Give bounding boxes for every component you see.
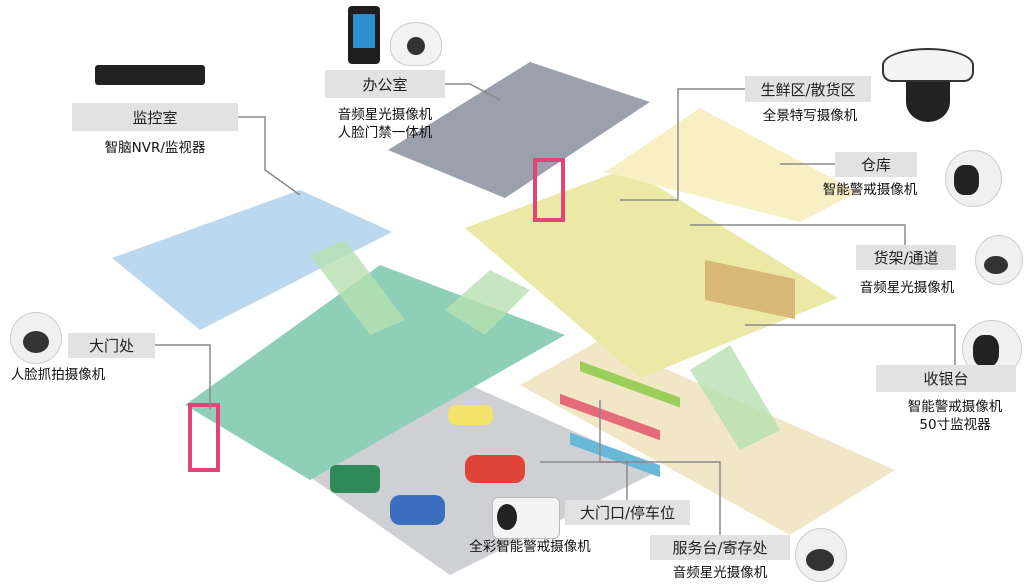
car <box>465 455 525 483</box>
device-name: 智能警戒摄像机 <box>822 182 918 198</box>
car <box>448 405 493 425</box>
device-list-main-gate: 人脸抓拍摄像机 <box>11 366 106 384</box>
device-name: 智脑NVR/监视器 <box>104 140 206 156</box>
office-floor <box>388 62 650 198</box>
gate <box>533 158 565 222</box>
device-name: 音频星光摄像机 <box>672 565 768 581</box>
device-name: 人脸抓拍摄像机 <box>10 367 106 383</box>
zone-label-fresh-area: 生鲜区/散货区 <box>745 76 871 102</box>
zone-label-monitor-room: 监控室 <box>72 103 238 131</box>
panoramic-camera-icon <box>882 48 974 124</box>
escalator <box>310 240 405 335</box>
device-list-fresh-area: 全景特写摄像机 <box>763 107 858 125</box>
device-name: 音频星光摄像机 <box>337 107 433 123</box>
warehouse-floor <box>605 108 858 222</box>
device-list-entrance-parking: 全彩智能警戒摄像机 <box>469 538 591 556</box>
car <box>390 495 445 525</box>
device-list-service-desk: 音频星光摄像机 <box>673 564 768 582</box>
zone-label-service-desk: 服务台/寄存处 <box>650 535 790 560</box>
device-name: 全景特写摄像机 <box>762 108 858 124</box>
turret-camera-icon <box>795 528 847 582</box>
car <box>330 465 380 493</box>
escalator <box>690 345 780 450</box>
zone-label-office: 办公室 <box>325 70 445 98</box>
device-name: 音频星光摄像机 <box>859 280 955 296</box>
dome-camera-icon <box>10 312 62 364</box>
monitor-room-floor <box>112 190 392 330</box>
zone-label-warehouse: 仓库 <box>835 152 917 177</box>
product-shelves <box>560 259 795 478</box>
turret-camera-icon <box>975 235 1023 285</box>
zone-label-entrance-parking: 大门口/停车位 <box>565 500 690 525</box>
face-terminal-icon <box>348 6 380 64</box>
dome-camera-icon <box>390 22 442 66</box>
turret-camera-icon <box>945 150 1002 207</box>
device-list-cashier: 智能警戒摄像机 50寸监视器 <box>908 398 1003 434</box>
device-list-office: 音频星光摄像机人脸门禁一体机 <box>338 106 433 142</box>
device-list-warehouse: 智能警戒摄像机 <box>823 181 918 199</box>
zone-label-main-gate: 大门处 <box>68 333 155 358</box>
device-list-shelf-aisle: 音频星光摄像机 <box>860 279 955 297</box>
nvr-icon <box>95 65 205 85</box>
device-name: 全彩智能警戒摄像机 <box>469 539 591 555</box>
escalator <box>445 270 530 335</box>
device-list-monitor-room: 智脑NVR/监视器 <box>105 139 206 157</box>
service-floor <box>520 340 895 535</box>
zone-label-cashier: 收银台 <box>876 365 1016 392</box>
bullet-camera-icon <box>492 497 560 539</box>
gate <box>188 403 220 472</box>
zone-label-shelf-aisle: 货架/通道 <box>856 245 956 270</box>
device-name: 智能警戒摄像机 <box>907 399 1003 415</box>
device-name: 50寸监视器 <box>919 417 991 433</box>
device-name: 人脸门禁一体机 <box>337 125 433 141</box>
leader-lines <box>155 83 956 535</box>
